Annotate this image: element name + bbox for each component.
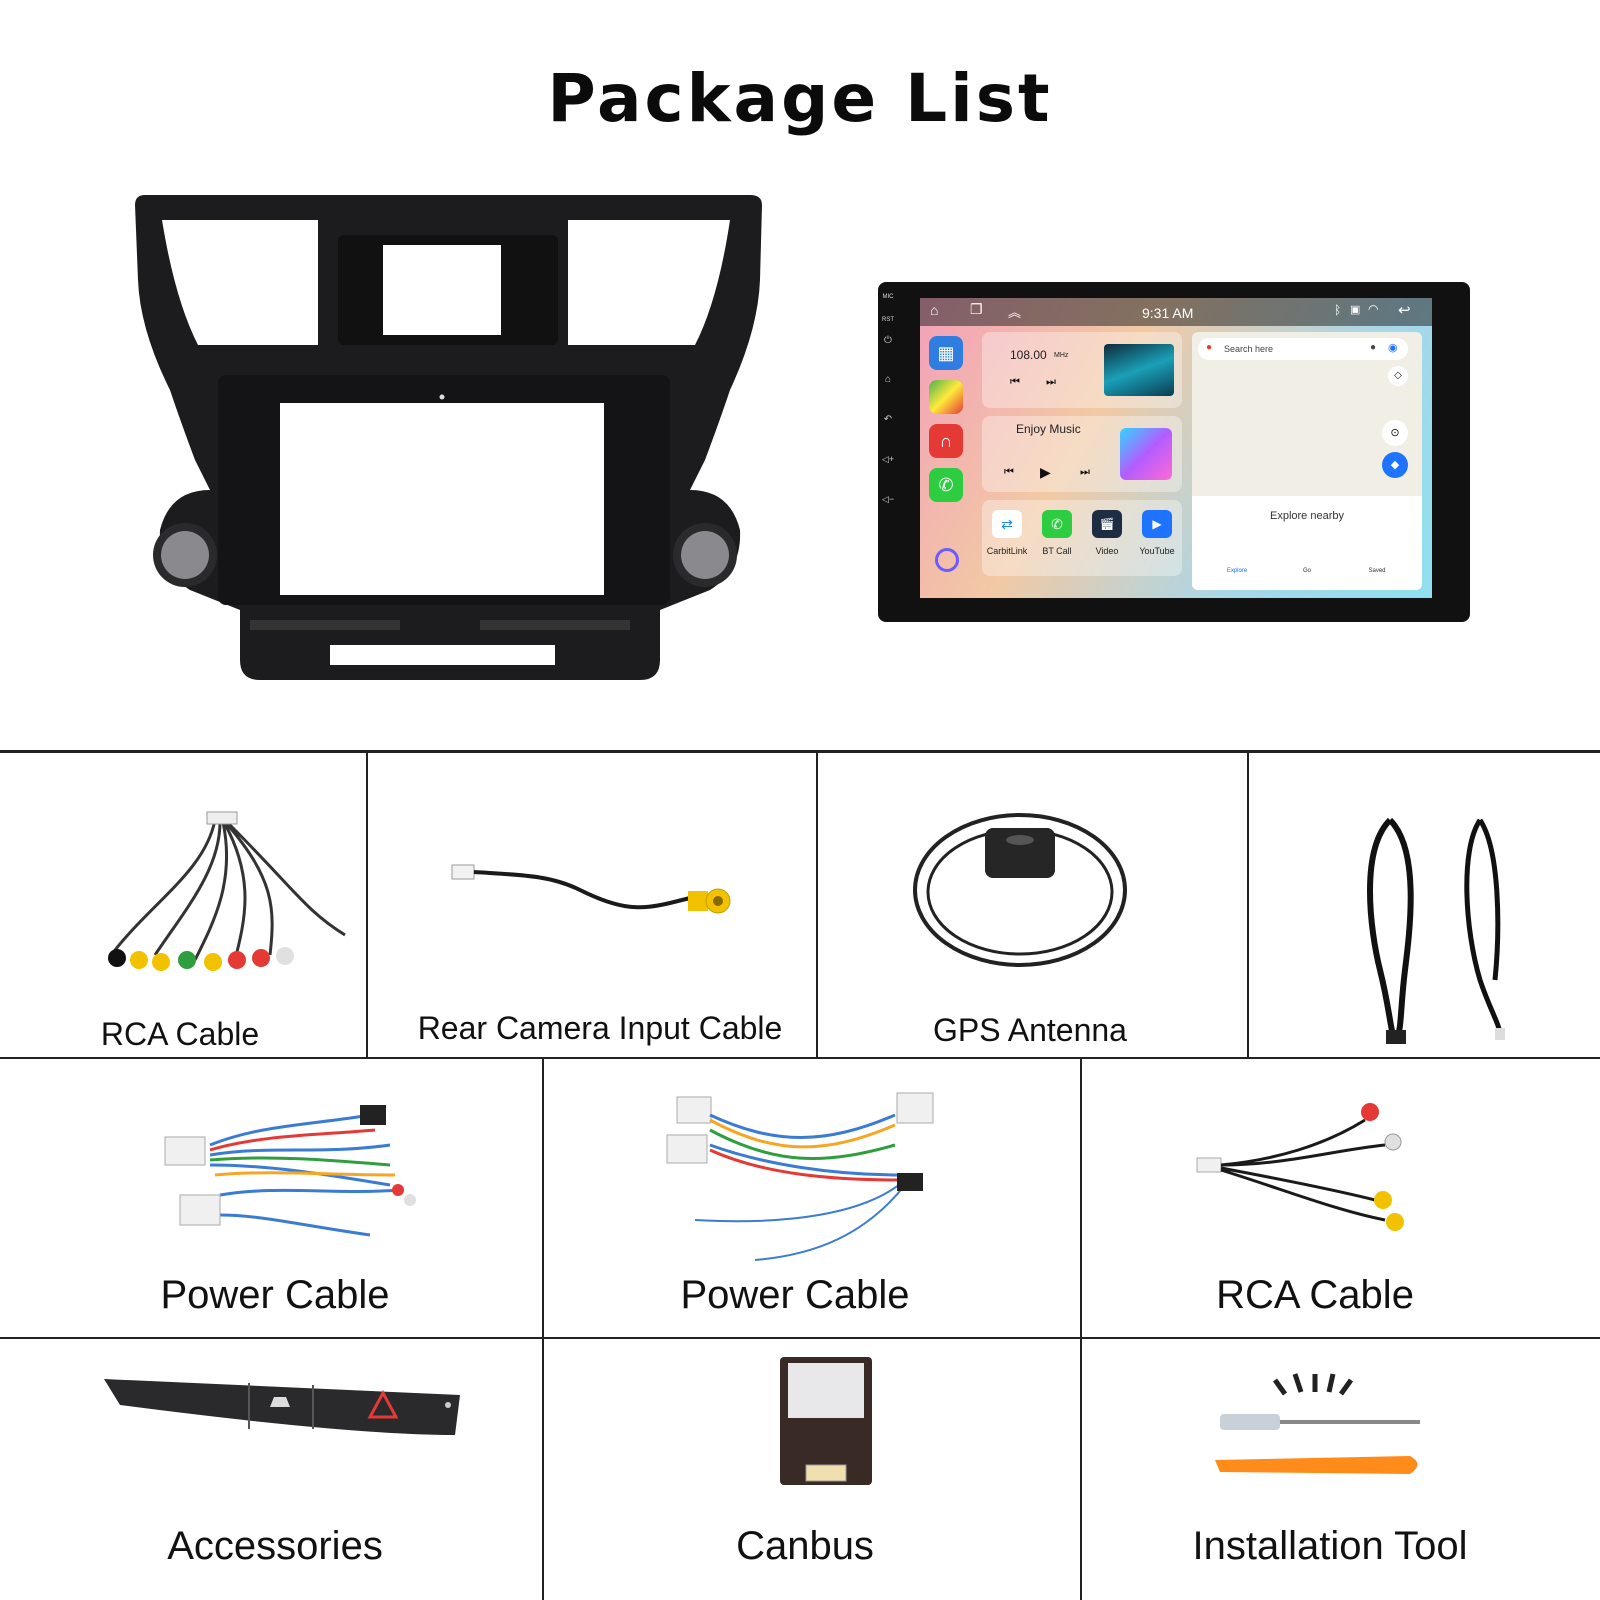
- app-label-youtube: YouTube: [1139, 546, 1175, 556]
- assistant-icon[interactable]: [935, 548, 959, 572]
- radio-frequency: 108.00: [1010, 348, 1047, 362]
- location-pin-icon: ●: [1206, 342, 1213, 353]
- next-track-icon[interactable]: ⏭: [1046, 376, 1056, 388]
- maps-app-icon[interactable]: [929, 380, 963, 414]
- navigate-icon[interactable]: ◆: [1382, 452, 1408, 478]
- map-search-bar[interactable]: ● Search here ● ◉: [1198, 338, 1408, 360]
- screen-display-area: ⌂ ❐ ︽ 9:31 AM ᛒ ▣ ◠ ↩ ▦ ∩ ✆ 108.00 MHz ⏮…: [920, 298, 1432, 598]
- previous-track-icon[interactable]: ⏮: [1004, 466, 1014, 478]
- map-tab-go[interactable]: Go: [1302, 568, 1311, 574]
- home-side-icon: ⌂: [884, 374, 892, 385]
- youtube-icon[interactable]: ▶: [1142, 510, 1172, 538]
- grid-rule-top: [0, 750, 1600, 753]
- grid-rule-v1: [366, 752, 368, 1058]
- side-label-mic: MIC: [882, 294, 894, 300]
- wifi-icon: ◠: [1368, 302, 1379, 316]
- locate-icon[interactable]: ⊙: [1382, 420, 1408, 446]
- rca-cable-label-2: RCA Cable: [1216, 1273, 1414, 1317]
- dock: ▦ ∩ ✆: [926, 332, 966, 594]
- music-app-icon[interactable]: ∩: [929, 424, 963, 458]
- volume-down-icon: ◁−: [881, 494, 895, 504]
- video-icon[interactable]: 🎬︎: [1092, 510, 1122, 538]
- search-input[interactable]: Search here: [1224, 344, 1274, 354]
- map-tab-explore[interactable]: Explore: [1226, 568, 1248, 574]
- map-widget[interactable]: ● Search here ● ◉ ◇ ⊙ ◆ Explore nearby E…: [1192, 332, 1422, 590]
- apps-widget: ⇄ ✆ 🎬︎ ▶ CarbitLink BT Call Video YouTub…: [982, 500, 1182, 576]
- map-bottom-sheet: Explore nearby Explore Go Saved: [1192, 496, 1422, 590]
- radio-thumbnail: [1104, 344, 1174, 396]
- power-cable-label-1: Power Cable: [160, 1273, 390, 1317]
- accessories-label: Accessories: [167, 1524, 383, 1568]
- carbitlink-icon[interactable]: ⇄: [992, 510, 1022, 538]
- grid-rule-v4: [542, 1058, 544, 1600]
- power-cable-image-2: [666, 1092, 934, 1261]
- accessories-switch-panel-image: [104, 1379, 460, 1435]
- grid-rule-row1: [0, 1057, 1600, 1059]
- power-cable-label-2: Power Cable: [680, 1273, 910, 1317]
- side-label-rst: RST: [882, 317, 894, 323]
- grid-rule-row2: [0, 1337, 1600, 1339]
- bt-call-icon[interactable]: ✆: [1042, 510, 1072, 538]
- gps-antenna-image: [913, 813, 1127, 967]
- recent-apps-icon[interactable]: ❐: [970, 301, 983, 317]
- music-widget[interactable]: Enjoy Music ⏮ ▶ ⏭: [982, 416, 1182, 492]
- mic-icon[interactable]: ●: [1370, 342, 1377, 353]
- explore-nearby-label: Explore nearby: [1270, 510, 1344, 522]
- back-icon[interactable]: ↩: [1398, 302, 1411, 319]
- power-cable-image-1: [164, 1105, 416, 1237]
- grid-apps-icon[interactable]: ▦: [929, 336, 963, 370]
- rca-cable-image-2: [1196, 1103, 1404, 1231]
- grid-rule-v2: [816, 752, 818, 1058]
- rear-camera-cable-label: Rear Camera Input Cable: [417, 1010, 783, 1046]
- play-icon[interactable]: ▶: [1040, 464, 1051, 480]
- app-label-carbitlink: CarbitLink: [986, 546, 1028, 556]
- usb-cables-image: [1367, 817, 1505, 1044]
- canbus-box-image: [780, 1357, 872, 1485]
- app-label-video: Video: [1095, 546, 1119, 556]
- grid-rule-v5: [1080, 1058, 1082, 1600]
- next-track-icon[interactable]: ⏭: [1080, 466, 1090, 478]
- rca-cable-label: RCA Cable: [100, 1016, 260, 1052]
- chevron-up-icon[interactable]: ︽: [1008, 305, 1022, 320]
- rear-camera-cable-image: [451, 864, 731, 914]
- rca-cable-image: [108, 811, 346, 971]
- previous-track-icon[interactable]: ⏮: [1010, 376, 1020, 388]
- radio-unit: MHz: [1054, 352, 1069, 359]
- gps-antenna-label: GPS Antenna: [933, 1012, 1127, 1048]
- app-label-bt-call: BT Call: [1042, 546, 1072, 556]
- home-icon[interactable]: ⌂: [930, 302, 939, 318]
- head-unit-display: MIC RST ⏻ ⌂ ↶ ◁+ ◁− ⌂ ❐ ︽ 9:31 AM ᛒ ▣ ◠ …: [878, 282, 1470, 622]
- radio-widget[interactable]: 108.00 MHz ⏮ ⏭: [982, 332, 1182, 408]
- installation-tool-label: Installation Tool: [1192, 1524, 1468, 1568]
- status-bar: ⌂ ❐ ︽ 9:31 AM ᛒ ▣ ◠ ↩: [920, 298, 1432, 326]
- music-title: Enjoy Music: [1016, 422, 1081, 436]
- canbus-label: Canbus: [736, 1524, 874, 1568]
- phone-app-icon[interactable]: ✆: [929, 468, 963, 502]
- bluetooth-icon: ᛒ: [1334, 303, 1342, 317]
- power-icon: ⏻: [884, 335, 892, 346]
- layers-icon[interactable]: ◇: [1388, 366, 1408, 386]
- map-tab-saved[interactable]: Saved: [1368, 568, 1386, 574]
- account-icon[interactable]: ◉: [1388, 342, 1398, 354]
- screen-mirror-icon: ▣: [1350, 304, 1361, 316]
- volume-up-icon: ◁+: [881, 454, 895, 464]
- page-title: Package List: [547, 60, 1053, 137]
- dash-frame-image: [135, 195, 762, 680]
- back-side-icon: ↶: [883, 414, 893, 425]
- grid-rule-v3: [1247, 752, 1249, 1058]
- album-art: [1120, 428, 1172, 480]
- clock: 9:31 AM: [1142, 305, 1194, 321]
- installation-tool-image: [1215, 1373, 1420, 1474]
